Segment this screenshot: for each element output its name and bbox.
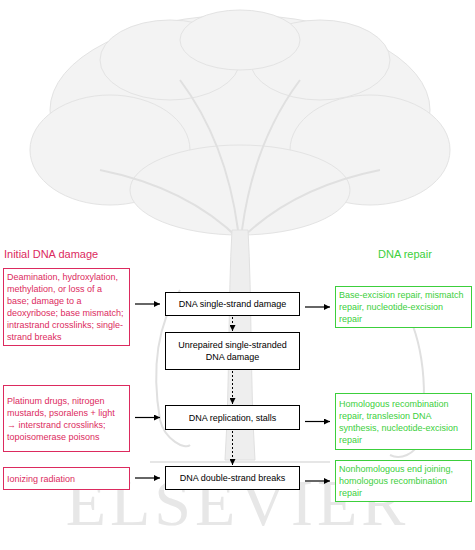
flow-arrow [305,306,330,307]
box-text: DNA replication, stalls [169,412,296,424]
tree-branch [180,80,238,230]
process-box: DNA replication, stalls [165,405,300,430]
damage-box: Ionizing radiation [3,467,130,490]
box-text: DNA double-strand breaks [169,472,296,484]
dashed-arrow [232,431,233,465]
flow-arrow [305,480,330,481]
column-heading: Initial DNA damage [4,249,98,260]
column-heading: DNA repair [378,249,432,260]
box-text: Ionizing radiation [7,473,126,485]
repair-box: Homologous recombination repair, transle… [335,393,472,450]
tree-branch [240,170,380,240]
damage-box: Deamination, hydroxylation, methylation,… [3,268,130,346]
box-text: Base-excision repair, mismatch repair, n… [339,289,468,325]
process-box: Unrepaired single-stranded DNA damage [165,332,300,370]
dashed-arrow [232,371,233,404]
repair-box: Base-excision repair, mismatch repair, n… [335,286,472,328]
box-text: DNA single-strand damage [169,298,296,310]
dashed-arrow [232,317,233,331]
box-text: Deamination, hydroxylation, methylation,… [7,271,126,343]
box-text: Unrepaired single-stranded DNA damage [169,339,296,363]
flow-arrow [135,417,160,418]
tree-branch [242,80,300,230]
box-text: Nonhomologous end joining, homologous re… [339,463,468,499]
tree-branch [100,170,240,240]
box-text: Homologous recombination repair, transle… [339,398,468,446]
tree-ground [150,461,330,463]
repair-box: Nonhomologous end joining, homologous re… [335,460,472,502]
tree-canopy [180,10,300,70]
damage-box: Platinum drugs, nitrogen mustards, psora… [3,385,130,452]
process-box: DNA single-strand damage [165,292,300,316]
flow-arrow [135,303,160,304]
flow-arrow [135,477,160,478]
process-box: DNA double-strand breaks [165,466,300,490]
box-text: Platinum drugs, nitrogen mustards, psora… [7,395,126,443]
flow-arrow [305,421,330,422]
